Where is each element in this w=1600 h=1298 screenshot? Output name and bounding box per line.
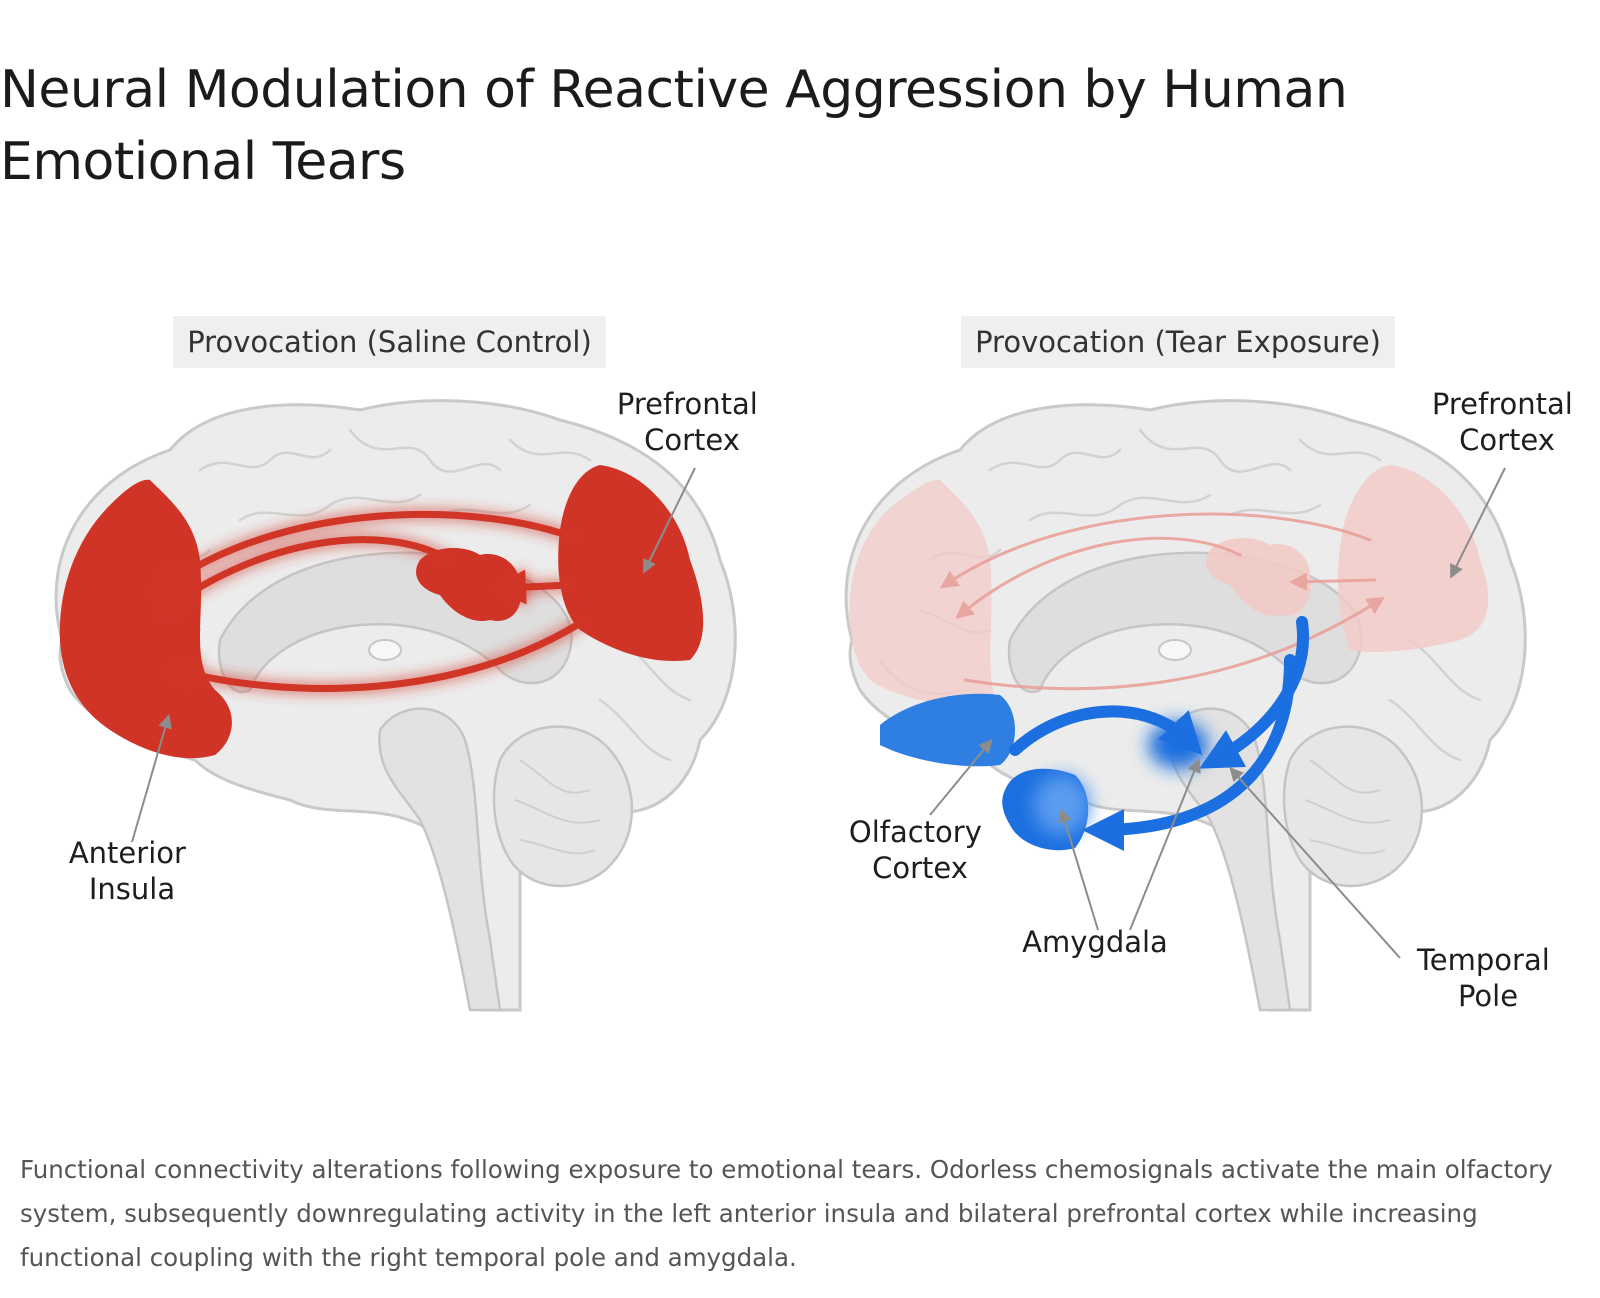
label-anterior-insula: Anterior Insula bbox=[69, 836, 195, 906]
leader-prefrontal-right bbox=[1450, 467, 1506, 579]
leader-amygdala-1 bbox=[1058, 808, 1099, 931]
leader-prefrontal-left bbox=[643, 467, 696, 574]
panel-title-tears: Provocation (Tear Exposure) bbox=[961, 316, 1395, 368]
connection-arrow-1 bbox=[148, 510, 584, 599]
connection-arrow-2 bbox=[153, 536, 454, 619]
connection-arrow-3 bbox=[491, 569, 574, 605]
leader-amygdala-2 bbox=[1129, 758, 1201, 931]
amygdala-upper-faded bbox=[1206, 538, 1311, 616]
panel-title-saline: Provocation (Saline Control) bbox=[173, 316, 606, 368]
coupling-arrow-3 bbox=[1082, 654, 1296, 851]
label-prefrontal-right: Prefrontal Cortex bbox=[1432, 387, 1582, 457]
figure-caption: Functional connectivity alterations foll… bbox=[20, 1155, 1553, 1272]
leader-olfactory bbox=[929, 738, 993, 816]
label-olfactory-cortex: Olfactory Cortex bbox=[849, 815, 991, 885]
anterior-insula-region-faded bbox=[849, 479, 995, 704]
leader-insula bbox=[131, 714, 172, 843]
label-amygdala: Amygdala bbox=[1022, 925, 1168, 959]
label-prefrontal-left: Prefrontal Cortex bbox=[617, 387, 767, 457]
amygdala-glow bbox=[1034, 775, 1090, 835]
brain-tears bbox=[844, 399, 1527, 1012]
page-title: Neural Modulation of Reactive Aggression… bbox=[0, 60, 1348, 192]
connection-arrow-4 bbox=[161, 616, 589, 693]
leader-temporal-pole bbox=[1229, 767, 1401, 959]
coupling-arrow-1 bbox=[1009, 705, 1203, 756]
label-temporal-pole: Temporal Pole bbox=[1416, 943, 1559, 1013]
prefrontal-region-left bbox=[558, 465, 704, 661]
